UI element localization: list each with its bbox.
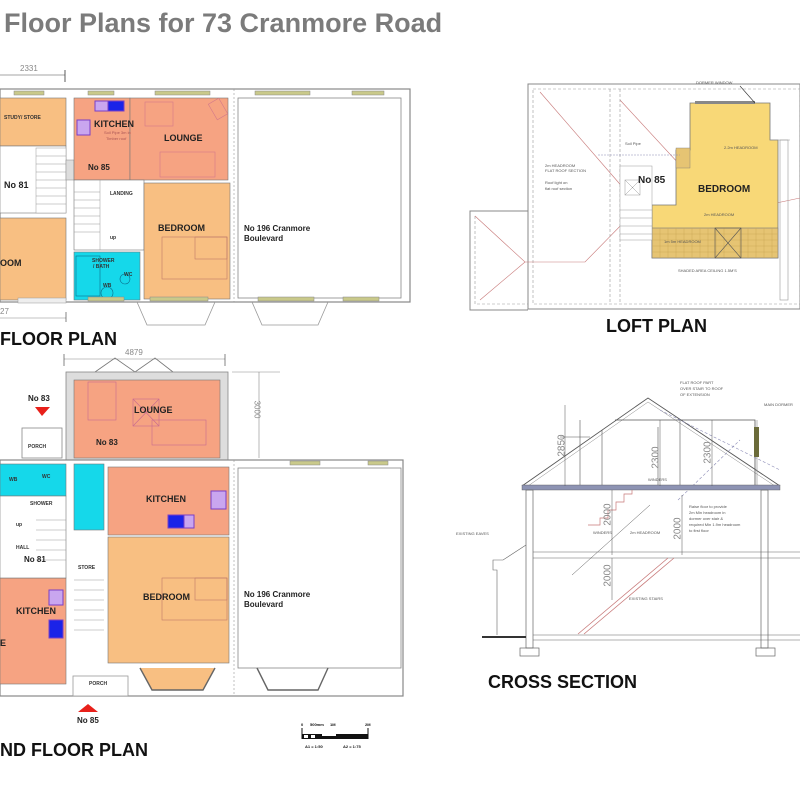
section-dim-2300-a: 2300 (650, 446, 662, 469)
label-no81: No 81 (4, 180, 29, 190)
label-up: up (110, 235, 117, 241)
label-wc: WC (124, 272, 133, 278)
room-partial-e: E (0, 638, 7, 648)
room-kitchen-ground: KITCHEN (146, 494, 186, 504)
cross-section-label: CROSS SECTION (488, 672, 638, 692)
label-wb-ground: WB (9, 477, 18, 483)
room-bedroom-ground: BEDROOM (143, 592, 190, 602)
scale-a1: A1 = 1:50 (305, 744, 323, 749)
marker-no85: No 85 (77, 716, 99, 725)
section-dim-2850: 2850 (556, 434, 568, 457)
ground-floor-plan-label: ND FLOOR PLAN (0, 740, 148, 760)
scale-tick-1m: 1M (330, 722, 336, 727)
loft-headroom-2: 2m HEADROOM (704, 212, 735, 217)
scale-tick-2m: 2M (365, 722, 371, 727)
room-landing: LANDING (110, 191, 133, 197)
section-flat-roof-1: FLAT ROOF PART (680, 380, 714, 385)
kitchen-note-1: Soil Pipe 3m in (104, 130, 131, 135)
loft-roof-light-1: Roof light on (545, 180, 568, 185)
section-dim-2000-b: 2000 (672, 517, 684, 540)
loft-headroom-22: 2.2m HEADROOM (724, 145, 758, 150)
section-note-3: dormer over stair & (689, 516, 724, 521)
scale-tick-0: 0 (301, 722, 304, 727)
room-hall: HALL (16, 545, 30, 551)
loft-soil-pipe: Soil Pipe (625, 141, 641, 146)
label-no85: No 85 (88, 163, 110, 172)
label-wb: WB (103, 283, 112, 289)
room-bath: / BATH (93, 264, 110, 270)
loft-plan-drawing (469, 83, 800, 311)
label-up-ground: up (16, 522, 23, 528)
section-dim-2000-c: 2000 (602, 564, 614, 587)
section-main-dormer: MAIN DORMER (764, 402, 793, 407)
dimension-bottom: 27 (0, 307, 9, 316)
loft-headroom-flat-2: FLAT ROOF SECTION (545, 168, 586, 173)
loft-label-no85: No 85 (638, 175, 666, 186)
loft-shaded-area: SHADED AREA CEILING 1.5M'S (678, 268, 737, 273)
loft-dormer-window: DORMER WINDOW (696, 80, 733, 85)
loft-room-bedroom: BEDROOM (698, 184, 751, 195)
page-title: Floor Plans for 73 Cranmore Road (4, 8, 443, 38)
loft-headroom-15: 1m 5m HEADROOM (664, 239, 701, 244)
room-kitchen-81: KITCHEN (16, 606, 56, 616)
section-flat-roof-3: OF EXTENSION (680, 392, 710, 397)
room-partial: OOM (0, 258, 22, 268)
cross-section-drawing (482, 397, 800, 657)
neighbour-label-2: Boulevard (244, 234, 284, 243)
neighbour-label-1: No 196 Cranmore (244, 224, 311, 233)
section-dim-2000-a: 2000 (602, 503, 614, 526)
label-no81-ground: No 81 (24, 555, 46, 564)
loft-plan-label: LOFT PLAN (606, 316, 707, 336)
section-note-1: Raise floor to provide (689, 504, 727, 509)
neighbour-ground-label-2: Boulevard (244, 600, 284, 609)
scale-tick-500mm: 500mm (310, 722, 324, 727)
scale-a2: A2 = 1:75 (343, 744, 361, 749)
label-wc-ground: WC (42, 474, 51, 480)
room-shower: SHOWER (92, 258, 115, 264)
dimension-width: 4879 (125, 348, 143, 357)
kitchen-note-2: Timber roof (106, 136, 127, 141)
ground-floor-plan-drawing (0, 354, 404, 739)
section-existing-stairs: EXISTING STAIRS (629, 596, 663, 601)
first-floor-plan-drawing (0, 70, 411, 326)
dimension-top: 2331 (20, 64, 38, 73)
section-note-4: required Min 1.9m headroom (689, 522, 741, 527)
section-winders-top: WINDERS (648, 477, 667, 482)
section-dim-2300-b: 2300 (702, 441, 714, 464)
dimension-depth: 3000 (252, 400, 262, 419)
neighbour-ground-label-1: No 196 Cranmore (244, 590, 311, 599)
section-flat-roof-2: OVER STAIR TO ROOF (680, 386, 724, 391)
section-headroom: 2m HEADROOM (630, 530, 661, 535)
room-lounge-ground: LOUNGE (134, 405, 173, 415)
marker-no83: No 83 (28, 394, 50, 403)
first-floor-plan-label: FLOOR PLAN (0, 329, 117, 349)
room-lounge: LOUNGE (164, 133, 203, 143)
room-kitchen: KITCHEN (94, 119, 134, 129)
loft-roof-light-2: flat roof section (545, 186, 573, 191)
room-porch-top: PORCH (28, 444, 47, 450)
loft-headroom-flat-1: 2m HEADROOM (545, 163, 576, 168)
room-shower-ground: SHOWER (30, 501, 53, 507)
room-store: STORE (78, 565, 96, 571)
section-existing-eaves: EXISTING EAVES (456, 531, 489, 536)
section-note-5: to first floor (689, 528, 709, 533)
room-porch-bottom: PORCH (89, 681, 108, 687)
section-note-2: 2m Min headroom in (689, 510, 726, 515)
room-bedroom: BEDROOM (158, 223, 205, 233)
room-study-store: STUDY/ STORE (4, 115, 41, 121)
section-winders-mid: WINDERS (593, 530, 612, 535)
label-no83: No 83 (96, 438, 118, 447)
